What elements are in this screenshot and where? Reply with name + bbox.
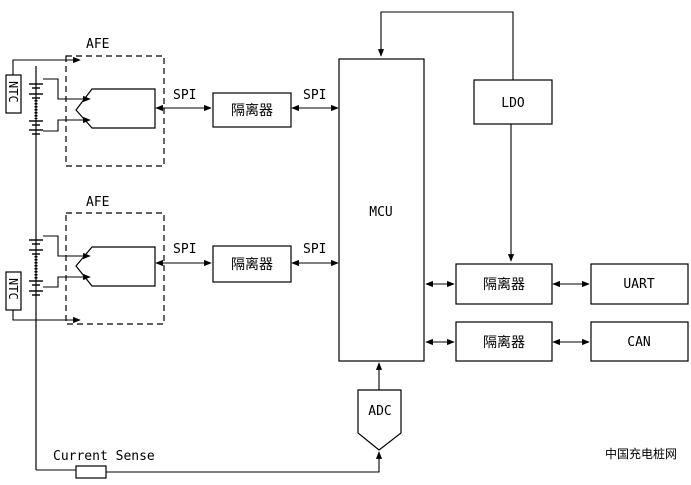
afe-top-label: AFE xyxy=(86,37,109,52)
cell-taps xyxy=(43,78,91,288)
spi-label-2: SPI xyxy=(303,88,326,103)
isolator-uart-label: 隔离器 xyxy=(483,276,525,293)
isolator-top-box xyxy=(212,92,292,128)
isolator-top-label: 隔离器 xyxy=(231,102,273,119)
isolator-can-label: 隔离器 xyxy=(483,334,525,351)
ldo-box xyxy=(473,79,553,125)
uart-box xyxy=(590,263,689,305)
isolator-bottom-box xyxy=(212,245,292,283)
spi-label-3: SPI xyxy=(173,242,196,257)
uart-label: UART xyxy=(623,277,654,292)
ntc-bottom-wire xyxy=(12,310,81,324)
spi-label-4: SPI xyxy=(303,242,326,257)
watermark: 中国充电桩网 xyxy=(605,446,677,461)
can-label: CAN xyxy=(627,335,650,350)
battery-cells-top xyxy=(29,83,43,135)
battery-cells-bottom xyxy=(29,239,43,296)
isolator-uart-box xyxy=(455,263,553,305)
afe-top-amplifier xyxy=(75,88,156,129)
ntc-bottom-label: NTC xyxy=(6,278,20,300)
afe-bottom-amplifier xyxy=(75,246,156,287)
isolator-bottom-label: 隔离器 xyxy=(231,256,273,273)
current-sense-resistor xyxy=(75,465,107,479)
spi-label-1: SPI xyxy=(173,88,196,103)
current-sense-label: Current Sense xyxy=(53,449,155,464)
afe-bottom-box xyxy=(65,212,165,325)
mcu-label: MCU xyxy=(369,205,392,220)
afe-bottom-label: AFE xyxy=(86,195,109,210)
current-sense-to-adc xyxy=(106,451,383,473)
adc-label: ADC xyxy=(368,404,391,419)
isolator-can-box xyxy=(455,321,553,362)
ldo-to-mcu-power xyxy=(377,11,514,80)
ntc-top-label: NTC xyxy=(6,81,20,103)
mcu-box xyxy=(338,58,425,362)
ldo-label: LDO xyxy=(501,96,525,111)
ntc-top-wire xyxy=(12,56,81,75)
adc-shape xyxy=(357,389,402,451)
can-box xyxy=(590,321,689,362)
